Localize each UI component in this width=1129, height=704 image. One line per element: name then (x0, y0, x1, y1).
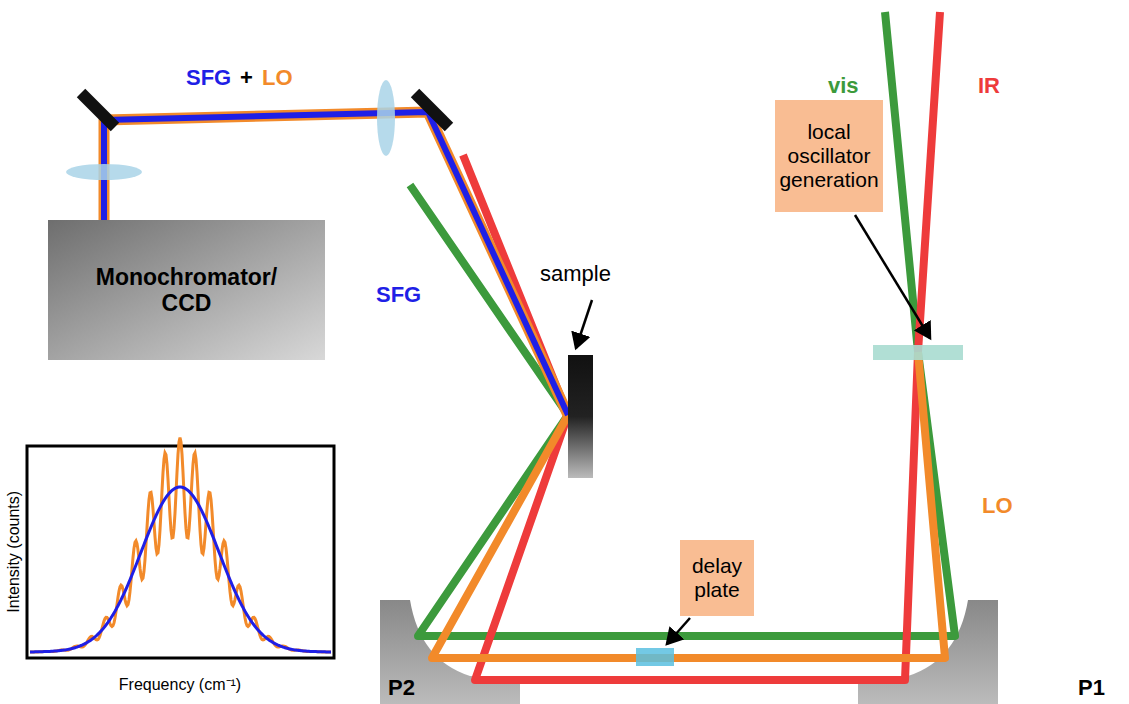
nonlinear-crystal (873, 345, 963, 360)
leader-arrow (576, 300, 592, 348)
instrument-box: Monochromator/ CCD (48, 220, 325, 360)
text-label: IR (978, 74, 1000, 98)
callout-box: delay plate (680, 540, 754, 616)
mirror (411, 89, 453, 131)
text-label: Intensity (counts) (5, 491, 23, 613)
mirror (77, 89, 119, 131)
text-label: SFG (186, 66, 231, 90)
lens (66, 164, 142, 180)
gaussian-curve (30, 487, 331, 652)
leader-arrow (667, 618, 690, 644)
text-label: LO (262, 66, 293, 90)
delay-plate (636, 648, 674, 666)
interference-curve (30, 438, 331, 652)
node-text: delay plate (684, 554, 750, 602)
text-label: P2 (388, 676, 415, 700)
text-label: vis (828, 74, 859, 98)
node-text: Monochromator/ CCD (87, 264, 287, 317)
text-label: LO (982, 494, 1013, 518)
callout-box: local oscillator generation (775, 100, 883, 212)
leader-arrow (855, 215, 930, 338)
sample (568, 355, 593, 478)
node-text: local oscillator generation (779, 120, 879, 192)
monochromator-box (48, 220, 325, 360)
lens (377, 80, 395, 156)
text-label: SFG (376, 283, 421, 307)
text-label: Frequency (cm⁻¹) (119, 676, 241, 694)
text-label: sample (540, 262, 611, 286)
text-label: + (240, 66, 253, 90)
parabolic-mirror (858, 600, 998, 704)
text-label: P1 (1078, 676, 1105, 700)
inset-plot-frame (27, 446, 334, 658)
